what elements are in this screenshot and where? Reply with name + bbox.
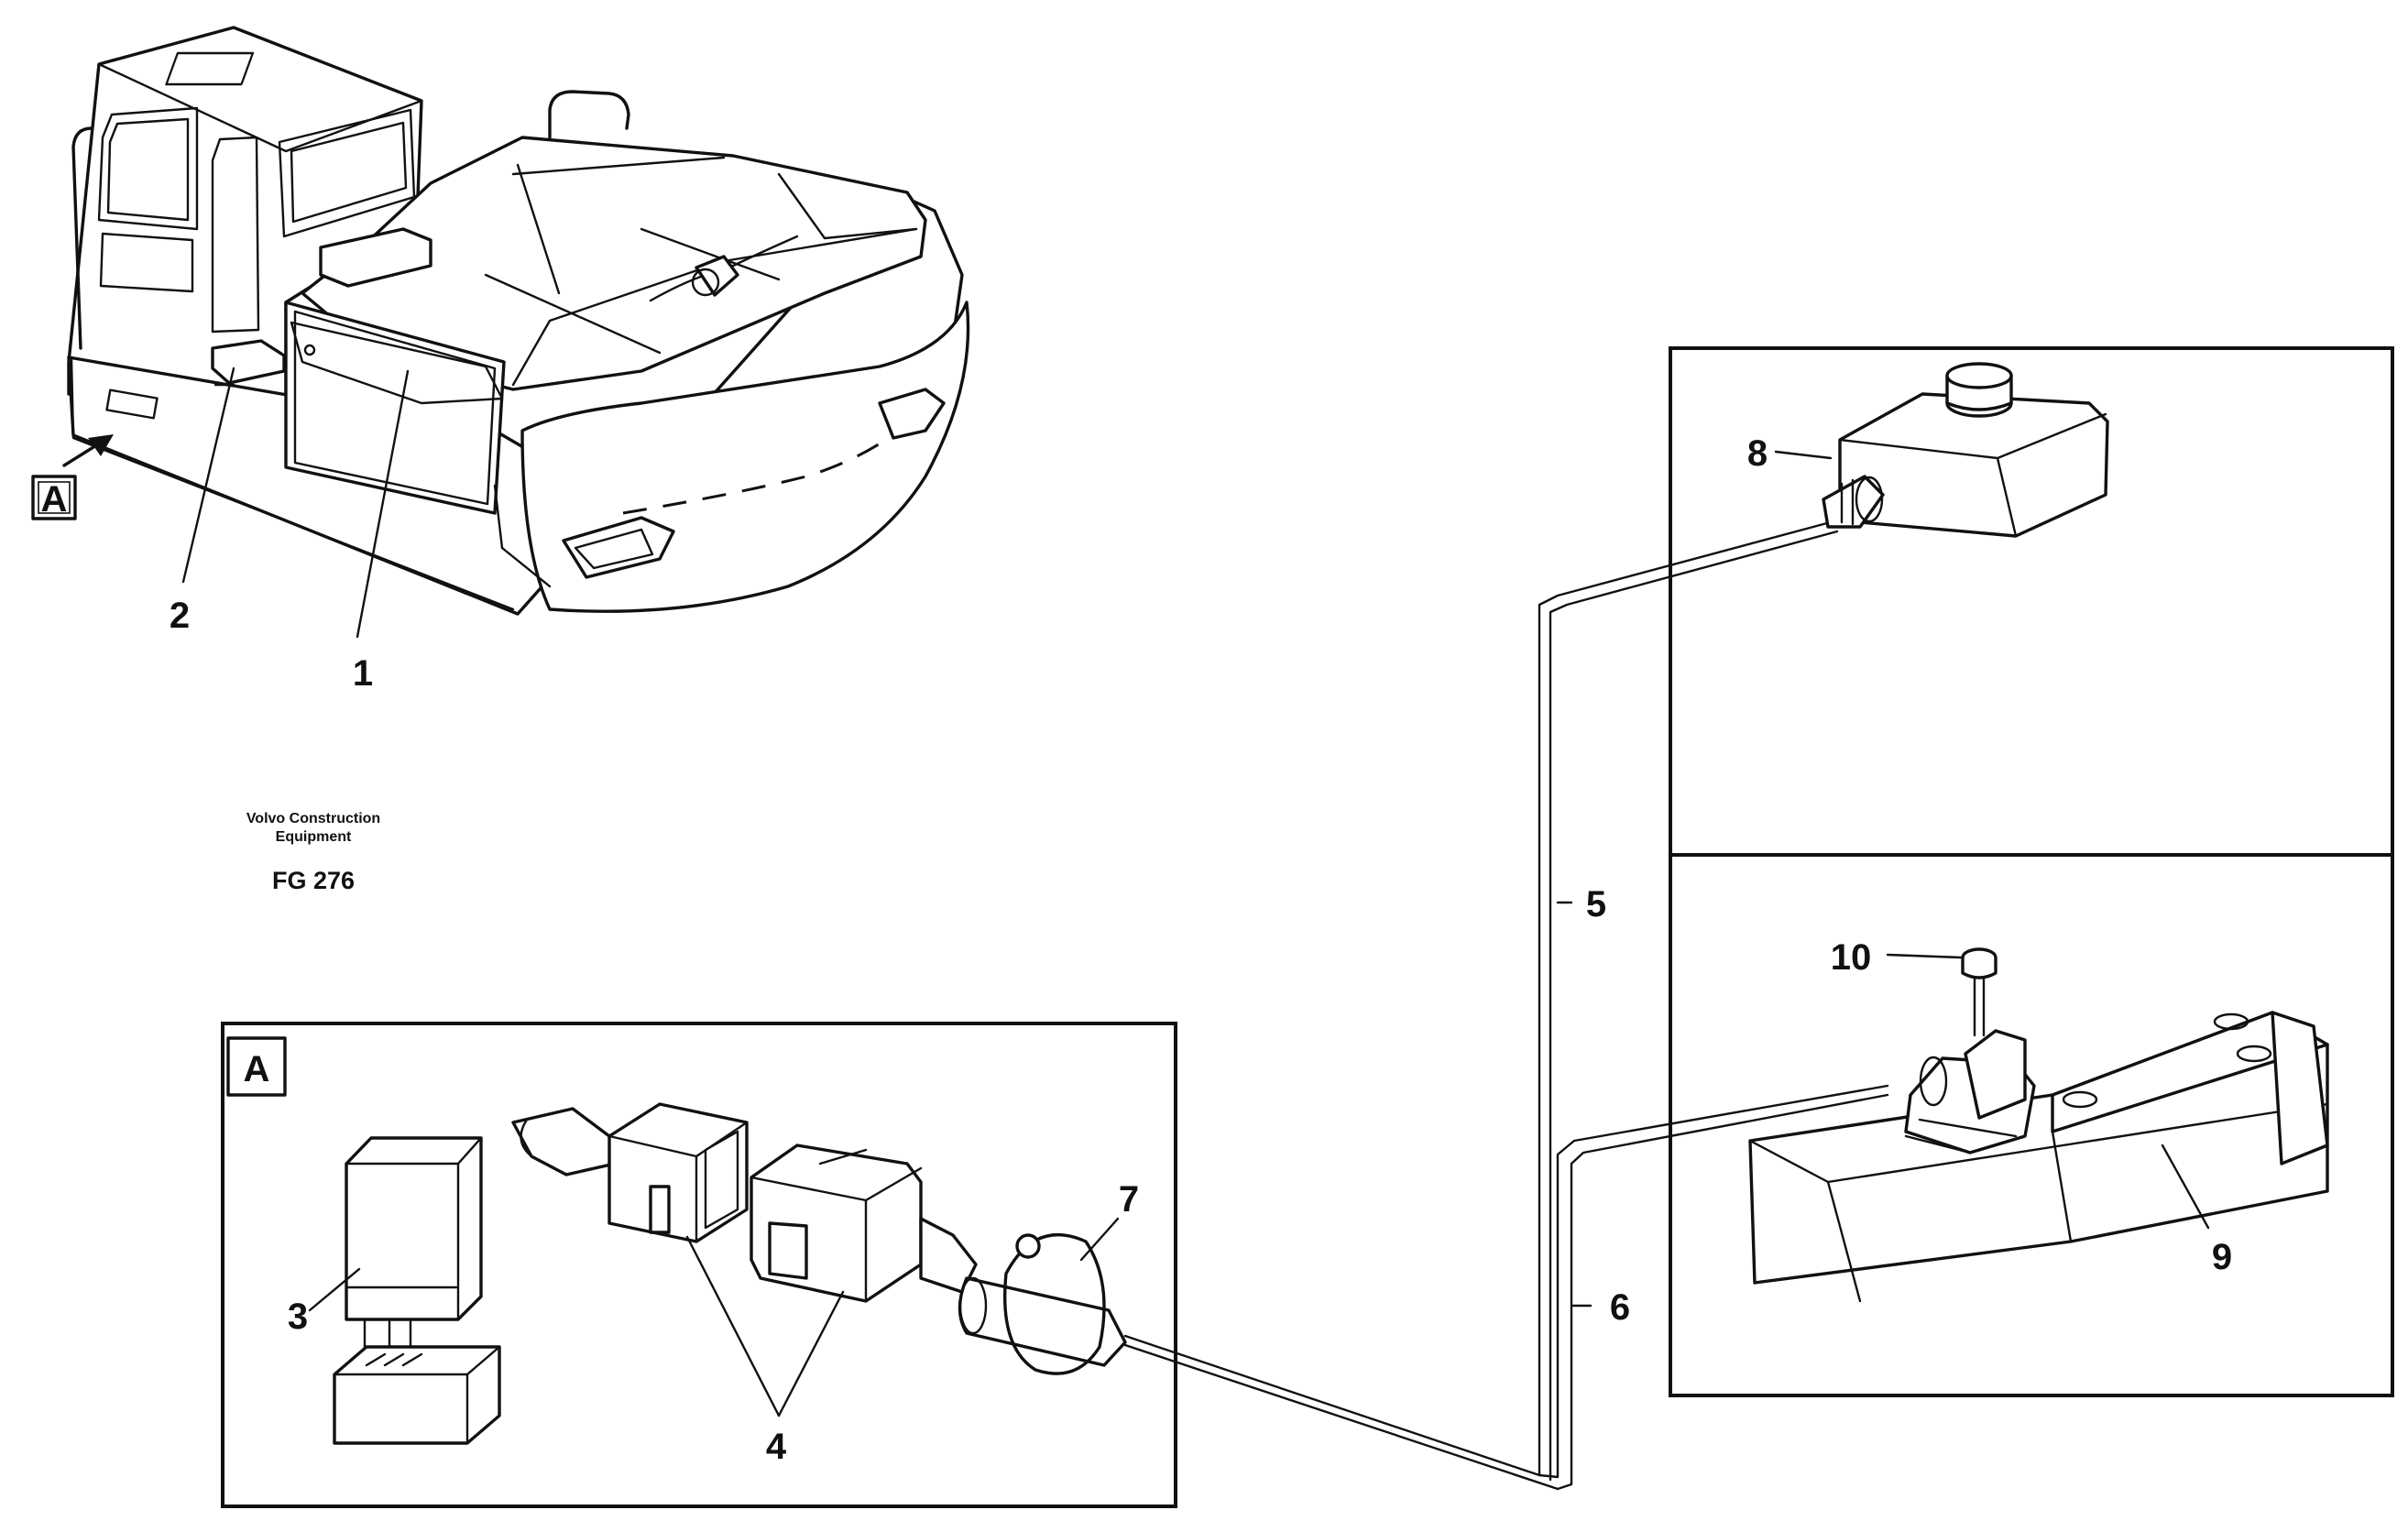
connector-female [607, 1102, 749, 1243]
mounting-screw [1961, 947, 1998, 1037]
lower-right-frame [1669, 853, 2394, 1397]
cable-5 [1538, 519, 1839, 1482]
sensor-plug [1822, 475, 1885, 529]
callout-9: 9 [2212, 1237, 2232, 1277]
callout-1: 1 [353, 653, 373, 694]
relay-socket [333, 1345, 501, 1445]
connector-male [750, 1143, 923, 1303]
harness-left [511, 1107, 625, 1176]
cab-window-side [97, 106, 199, 231]
callout-6: 6 [1610, 1287, 1630, 1328]
callout-4: 4 [766, 1427, 787, 1467]
detail-a-frame [221, 1022, 1177, 1508]
callout-3: 3 [288, 1297, 308, 1337]
view-arrow-a: A [31, 434, 114, 520]
relay [345, 1136, 483, 1358]
view-marker-label: A [41, 479, 68, 520]
publisher-line-2: Equipment [276, 829, 352, 845]
callout-8: 8 [1747, 433, 1768, 474]
callout-2: 2 [170, 596, 190, 636]
cable-6 [1123, 1084, 1889, 1491]
callout-10: 10 [1831, 937, 1872, 978]
detail-a-label: A [244, 1049, 270, 1089]
counterweight-light-left [562, 516, 675, 579]
engine-hood [301, 136, 927, 391]
callout-7: 7 [1119, 1179, 1139, 1220]
cab-door-window [211, 136, 260, 334]
solenoid-valve [1748, 1011, 2329, 1303]
callout-group-excavator: 1 2 [170, 367, 410, 694]
relay-bracket [211, 339, 286, 385]
excavator-illustration [67, 26, 970, 616]
detail-lower-right-box: 10 9 [1669, 853, 2394, 1397]
harness-right [919, 1217, 1127, 1367]
publisher-line-1: Volvo Construction [246, 811, 380, 826]
cable-clip [1002, 1232, 1106, 1375]
detail-a-box: A 3 [221, 1022, 1177, 1508]
counterweight-light-right [878, 388, 946, 440]
figure-code: FG 276 [272, 867, 355, 894]
callout-5: 5 [1586, 884, 1606, 925]
publisher-block: Volvo Construction Equipment FG 276 [246, 811, 380, 894]
valve-solenoid-connector [1904, 1029, 2036, 1154]
detail-upper-right-box: 8 [1669, 346, 2394, 857]
hood-handle [548, 90, 630, 139]
